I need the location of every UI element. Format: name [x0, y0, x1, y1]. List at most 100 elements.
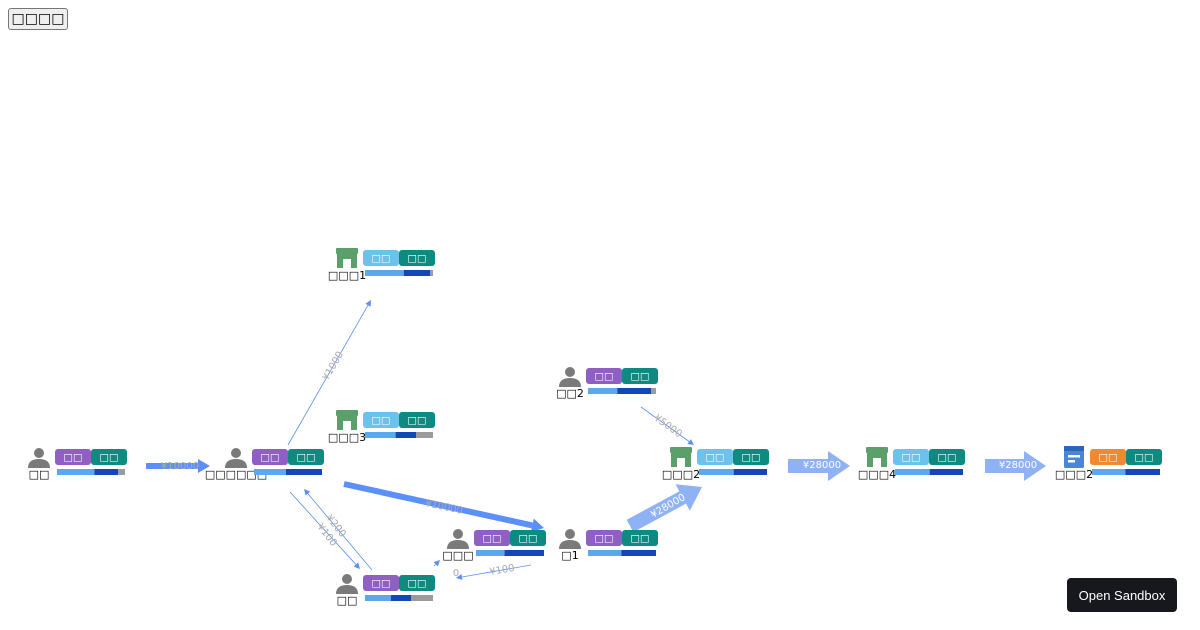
- document-icon: [1064, 446, 1084, 468]
- edge[interactable]: ¥100: [289, 491, 360, 569]
- edge[interactable]: ¥10000: [146, 459, 210, 473]
- node-tag-primary-text: □□: [1099, 453, 1118, 464]
- edge-label: ¥28000: [999, 460, 1037, 471]
- node-label: □1: [561, 549, 578, 562]
- node-progress-segment: [588, 388, 618, 394]
- node-tag-secondary: [622, 368, 658, 384]
- graph-node[interactable]: □□□3□□□□: [328, 410, 435, 444]
- person-icon: [336, 574, 358, 594]
- node-tag-primary: [252, 449, 288, 465]
- edge-line: [289, 491, 357, 565]
- node-tag-primary: [474, 530, 510, 546]
- node-progress-segment: [895, 469, 930, 475]
- node-label: □□: [29, 468, 50, 481]
- node-tag-primary-text: □□: [261, 453, 280, 464]
- graph-node[interactable]: □□□1□□□□: [328, 248, 435, 282]
- node-progress-segment: [430, 270, 433, 276]
- node-progress-segment: [365, 432, 396, 438]
- graph-node[interactable]: □□ □□ □□: [28, 448, 127, 481]
- graph-node[interactable]: □1 □□ □□: [559, 529, 658, 562]
- node-label: □□□: [442, 549, 473, 562]
- edge[interactable]: ¥28000: [788, 451, 850, 481]
- edge-line: [307, 493, 373, 571]
- graph-node[interactable]: □□□□□□□: [442, 529, 546, 562]
- edge-line: [287, 305, 369, 446]
- node-tag-secondary-text: □□: [1135, 453, 1154, 464]
- graph-node[interactable]: □□□2□□□□: [662, 447, 769, 481]
- node-tag-secondary-text: □□: [742, 453, 761, 464]
- node-tag-primary: [586, 368, 622, 384]
- edge-label: ¥10000: [161, 461, 199, 472]
- node-tag-primary: [363, 412, 399, 428]
- edge[interactable]: ¥5000: [640, 406, 694, 445]
- node-tag-primary-text: □□: [595, 372, 614, 383]
- node-progress-segment: [476, 550, 505, 556]
- edge[interactable]: ¥28000: [626, 484, 702, 533]
- node-tag-secondary: [1126, 449, 1162, 465]
- node-tag-secondary-text: □□: [938, 453, 957, 464]
- person-icon: [559, 529, 581, 549]
- node-label: □□: [337, 594, 358, 607]
- node-progress-segment: [403, 270, 431, 276]
- edge[interactable]: ¥200: [304, 489, 373, 571]
- node-tag-secondary-text: □□: [408, 416, 427, 427]
- person-icon: [225, 448, 247, 468]
- node-tag-primary: [893, 449, 929, 465]
- person-icon: [28, 448, 50, 468]
- node-tag-secondary: [399, 250, 435, 266]
- edge[interactable]: ¥100: [456, 563, 532, 580]
- edge-label: ¥1000: [321, 350, 346, 383]
- node-tag-secondary-text: □□: [631, 534, 650, 545]
- node-progress-segment: [411, 595, 433, 601]
- node-tag-secondary: [929, 449, 965, 465]
- graph-node[interactable]: □□□2 □□ □□: [1055, 446, 1162, 481]
- node-tag-secondary-text: □□: [100, 453, 119, 464]
- graph-node[interactable]: □□2□□□□: [556, 367, 658, 400]
- node-tag-primary: [697, 449, 733, 465]
- node-progress-segment: [365, 270, 404, 276]
- node-tag-primary-text: □□: [706, 453, 725, 464]
- edge[interactable]: ¥10000: [343, 481, 544, 533]
- store-icon: [866, 447, 888, 467]
- graph-node[interactable]: □□□□□□□□□□: [205, 448, 324, 481]
- edge-label: ¥100: [489, 563, 516, 578]
- node-tag-primary-text: □□: [595, 534, 614, 545]
- node-tag-primary-text: □□: [372, 579, 391, 590]
- node-tag-secondary: [733, 449, 769, 465]
- node-tag-secondary-text: □□: [631, 372, 650, 383]
- node-tag-primary: [1090, 449, 1126, 465]
- node-tag-secondary: [510, 530, 546, 546]
- edge-arrowhead: [1024, 451, 1046, 481]
- toolbar-button[interactable]: □□□□: [8, 8, 68, 30]
- node-progress-segment: [57, 469, 95, 475]
- edge-arrowhead: [675, 484, 702, 511]
- edge[interactable]: 0: [433, 560, 460, 579]
- node-tag-primary: [586, 530, 622, 546]
- person-icon: [447, 529, 469, 549]
- edge-label: ¥5000: [652, 413, 684, 441]
- edge-arrowhead: [304, 489, 311, 496]
- node-label: □□□2: [1055, 468, 1093, 481]
- node-tag-secondary: [399, 412, 435, 428]
- node-tag-primary-text: □□: [64, 453, 83, 464]
- edge-line: [626, 491, 686, 533]
- edge[interactable]: ¥1000: [287, 300, 371, 446]
- edge-arrowhead: [198, 459, 210, 473]
- node-label: □□□□□□: [205, 468, 267, 481]
- node-progress-segment: [1125, 469, 1160, 475]
- edge[interactable]: ¥28000: [985, 451, 1046, 481]
- person-icon: [559, 367, 581, 387]
- nodes-layer: □□□□□□□□□□□□□□□□□□□1□□□□□□□3□□□□□□□□□□□□…: [28, 248, 1162, 607]
- graph-node[interactable]: □□□□□□: [336, 574, 435, 607]
- edge-label: ¥28000: [803, 460, 841, 471]
- edge-label: 0: [453, 568, 459, 579]
- open-sandbox-button[interactable]: Open Sandbox: [1067, 578, 1177, 612]
- node-progress-segment: [699, 469, 734, 475]
- node-label: □□□1: [328, 269, 366, 282]
- node-tag-primary: [55, 449, 91, 465]
- store-icon: [670, 447, 692, 467]
- node-tag-secondary: [622, 530, 658, 546]
- graph-node[interactable]: □□□4□□□□: [858, 447, 965, 481]
- node-tag-secondary-text: □□: [519, 534, 538, 545]
